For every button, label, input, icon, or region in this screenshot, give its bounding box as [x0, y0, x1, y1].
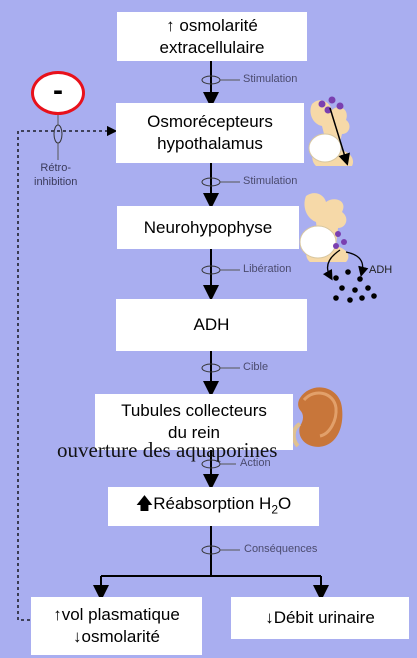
box-adh: ADH — [116, 299, 307, 351]
reabs-up-arrow: 🡅 — [135, 493, 154, 513]
retro-inhibition-loop — [17, 125, 118, 621]
adh-granules — [333, 269, 377, 303]
retro-inhibition-label: Rétro- inhibition — [34, 161, 77, 189]
kidney-illustration — [291, 387, 343, 448]
box-reabsorption: 🡅Réabsorption H2O — [108, 487, 319, 526]
reabs-tail: O — [278, 493, 292, 513]
box-osmo-line1: Osmorécepteurs — [147, 112, 273, 131]
label-stimulation-2: Stimulation — [243, 175, 298, 187]
overlay-aquaporines: ouverture des aquaporines — [57, 438, 278, 462]
reabs-label: Réabsorption H — [153, 493, 272, 513]
label-stimulation-1: Stimulation — [243, 73, 298, 85]
label-liberation: Libération — [243, 263, 292, 275]
inhibition-sign: - — [31, 71, 85, 115]
box-neuro-line1: Neurohypophyse — [143, 217, 273, 237]
marker-ellipse — [53, 124, 63, 144]
box-osmorecepteurs: Osmorécepteurs hypothalamus — [116, 103, 304, 163]
box-debit-urinaire: ↓Débit urinaire — [231, 597, 409, 639]
hypothalamus-neuron-illustration — [308, 96, 354, 166]
box-osmo-line2: hypothalamus — [157, 134, 263, 153]
neurohypophysis-illustration — [299, 193, 369, 281]
box-osmolarite-line2: extracellulaire — [159, 37, 265, 57]
box-vol-line2: ↓osmolarité — [73, 627, 160, 646]
box-debit-line1: ↓Débit urinaire — [265, 608, 375, 627]
label-action: Action — [240, 457, 271, 469]
box-vol-line1: ↑vol plasmatique — [53, 605, 180, 624]
box-tubules-collecteurs: Tubules collecteurs du rein — [95, 394, 293, 450]
box-tubules-line1: Tubules collecteurs — [121, 401, 267, 420]
box-tubules-line2: du rein — [168, 423, 220, 442]
box-neurohypophyse: Neurohypophyse — [117, 206, 299, 249]
label-consequences: Conséquences — [244, 543, 318, 555]
retro-line1: Rétro- — [40, 162, 71, 174]
adh-release-tag: ADH — [369, 264, 393, 276]
box-reabs-text: 🡅Réabsorption H2O — [136, 493, 292, 520]
box-adh-line1: ADH — [193, 315, 230, 334]
box-osmolarite-line1: ↑ osmolarité — [166, 15, 258, 35]
box-vol-plasmatique: ↑vol plasmatique ↓osmolarité — [31, 597, 202, 655]
retro-line2: inhibition — [34, 176, 78, 188]
minus-icon: - — [53, 74, 63, 107]
label-cible: Cible — [243, 361, 269, 373]
reabs-subscript: 2 — [271, 502, 279, 517]
box-osmolarite-extracellulaire: ↑ osmolarité extracellulaire — [117, 12, 307, 61]
